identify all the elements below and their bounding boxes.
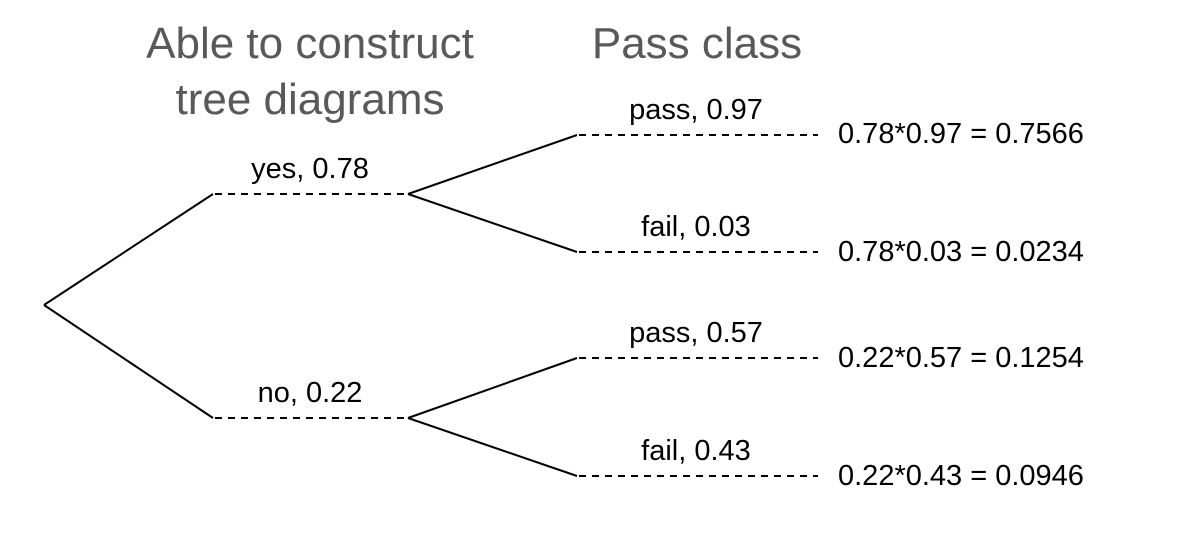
branch-label-no-pass: pass, 0.57: [629, 317, 763, 349]
result-yes-pass: 0.78*0.97 = 0.7566: [838, 118, 1084, 150]
branch-line-yes-pass: [407, 134, 578, 195]
result-yes-fail: 0.78*0.03 = 0.0234: [838, 236, 1084, 268]
branch-label-yes: yes, 0.78: [251, 153, 369, 185]
result-no-fail: 0.22*0.43 = 0.0946: [838, 460, 1084, 492]
result-no-pass: 0.22*0.57 = 0.1254: [838, 342, 1084, 374]
branch-label-yes-pass: pass, 0.97: [629, 94, 763, 126]
branch-line-no-pass: [407, 357, 578, 419]
branch-label-no: no, 0.22: [258, 377, 363, 409]
branch-line-yes: [43, 193, 214, 306]
branch-line-no-fail: [407, 417, 578, 477]
branch-line-no: [43, 304, 214, 419]
header-able-line1: Able to construct: [146, 19, 474, 68]
header-pass-class: Pass class: [592, 19, 802, 68]
branch-label-no-fail: fail, 0.43: [641, 435, 751, 467]
header-able-line2: tree diagrams: [175, 75, 444, 124]
branch-label-yes-fail: fail, 0.03: [641, 211, 751, 243]
branch-line-yes-fail: [407, 193, 578, 253]
